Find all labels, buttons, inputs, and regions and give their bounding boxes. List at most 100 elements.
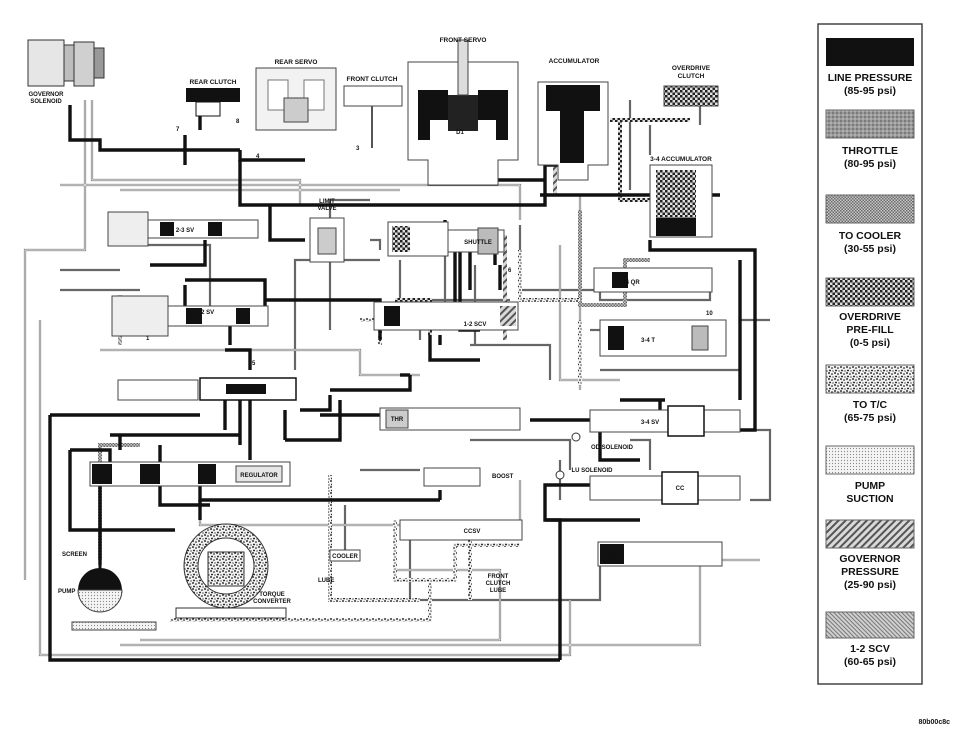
- legend-label: (0-5 psi): [850, 337, 890, 349]
- valve-1-2-sv-label: 1-2 SV: [196, 310, 214, 316]
- legend-item-pump-suction: PUMP SUCTION: [825, 445, 915, 505]
- port-number: 10: [706, 311, 713, 317]
- legend-label: PRE-FILL: [846, 324, 894, 336]
- rear-clutch: REAR CLUTCH: [186, 79, 240, 117]
- port-number: 6: [508, 268, 512, 274]
- overdrive-clutch-label-1: OVERDRIVE: [672, 65, 711, 72]
- port-numbers: 7 8 3 4 5 1 6 10: [146, 119, 713, 367]
- pipe-cores: [24, 100, 760, 656]
- lu-solenoid-label: LU SOLENOID: [571, 468, 613, 474]
- legend-label: THROTTLE: [842, 145, 898, 157]
- legend-label: TO COOLER: [839, 230, 902, 242]
- front-clutch: FRONT CLUTCH: [343, 76, 403, 148]
- boost-valve: BOOST: [423, 467, 514, 487]
- cooler: COOLER LUBE: [318, 549, 361, 584]
- legend-label: (25-90 psi): [844, 579, 896, 591]
- governor-solenoid-label-2: SOLENOID: [30, 99, 62, 105]
- port-number: 5: [252, 361, 256, 367]
- scv-1-2: 1-2 SCV: [373, 301, 519, 331]
- legend-item-to-cooler: TO COOLER (30-55 psi): [825, 194, 915, 255]
- limit-valve-label-2: VALVE: [317, 206, 336, 212]
- front-clutch-label: FRONT CLUTCH: [347, 76, 398, 83]
- pump-label: PUMP: [58, 589, 75, 595]
- manual-label: MANUAL: [237, 388, 263, 394]
- port-number: 3: [356, 146, 360, 152]
- ccsv-label: CCSV: [464, 529, 481, 535]
- overdrive-clutch-label-2: CLUTCH: [678, 73, 705, 80]
- cct-label: CCT: [606, 553, 619, 559]
- od-solenoid: OD SOLENOID: [571, 432, 634, 451]
- legend-label: (85-95 psi): [844, 85, 896, 97]
- cc-label: CC: [676, 486, 685, 492]
- legend-label: OVERDRIVE: [839, 311, 901, 323]
- port-number: 4: [256, 154, 260, 160]
- pump: SCREEN PUMP: [58, 552, 157, 631]
- limit-valve: LIMIT VALVE: [309, 199, 345, 263]
- legend-item-scv-1-2: 1-2 SCV (60-65 psi): [825, 611, 915, 668]
- accumulator-3-4-label: 3-4 ACCUMULATOR: [650, 156, 712, 163]
- cc-valve: CC: [589, 471, 741, 505]
- legend-label: 1-2 SCV: [850, 643, 890, 655]
- valve-2-3-sv-label: 2-3 SV: [176, 228, 194, 234]
- overdrive-clutch: OVERDRIVE CLUTCH: [663, 65, 719, 107]
- torque-converter-label-2: CONVERTER: [253, 599, 291, 605]
- manual-valve: MANUAL: [117, 377, 297, 401]
- front-clutch-lube-label-1: FRONT: [488, 574, 509, 580]
- timing-3-4: 3-4 T: [599, 319, 727, 357]
- legend-label: PRESSURE: [841, 566, 899, 578]
- regulator-valve: REGULATOR: [89, 461, 291, 487]
- accumulator-label: ACCUMULATOR: [549, 58, 600, 65]
- front-clutch-lube-label-3: LUBE: [490, 588, 506, 594]
- accumulator: ACCUMULATOR: [537, 58, 609, 181]
- legend-label: TO T/C: [853, 399, 888, 411]
- legend-panel: LINE PRESSURE (85-95 psi) THROTTLE (80-9…: [817, 23, 923, 685]
- legend-label: (30-55 psi): [844, 243, 896, 255]
- reference-code: 80b00c8c: [918, 719, 950, 726]
- legend-label: GOVERNOR: [839, 553, 901, 565]
- valve-1-2-sv: 1-2 SV: [111, 295, 269, 337]
- shuttle-label: SHUTTLE: [464, 240, 492, 246]
- lube-label: LUBE: [318, 578, 334, 584]
- ccsv-valve: CCSV: [399, 519, 523, 541]
- legend-label: (60-65 psi): [844, 656, 896, 668]
- lu-solenoid: LU SOLENOID: [555, 468, 613, 480]
- cct-valve: CCT: [597, 541, 723, 567]
- thr-valve: THR: [379, 407, 521, 431]
- legend-label: LINE PRESSURE: [828, 72, 913, 84]
- governor-solenoid-label-1: GOVERNOR: [28, 92, 64, 98]
- front-clutch-lube-label-2: CLUTCH: [486, 581, 511, 587]
- d1-label: D1: [456, 130, 464, 136]
- rear-servo-label: REAR SERVO: [275, 59, 318, 66]
- rear-clutch-label: REAR CLUTCH: [190, 79, 237, 86]
- legend-label: (80-95 psi): [844, 158, 896, 170]
- governor-solenoid: GOVERNOR SOLENOID: [27, 39, 105, 105]
- timing-3-4-label: 3-4 T: [641, 338, 655, 344]
- shuttle-valve: SHUTTLE: [387, 221, 505, 257]
- torque-converter-label-1: TORQUE: [259, 592, 285, 598]
- accumulator-3-4: 3-4 ACCUMULATOR: [649, 156, 713, 238]
- front-clutch-lube: FRONT CLUTCH LUBE: [486, 574, 511, 594]
- port-number: 1: [146, 336, 150, 342]
- legend-item-line-pressure: LINE PRESSURE (85-95 psi): [826, 38, 914, 97]
- od-solenoid-label: OD SOLENOID: [591, 445, 634, 451]
- legend-item-throttle: THROTTLE (80-95 psi): [825, 109, 915, 170]
- legend-item-overdrive-pre-fill: OVERDRIVE PRE-FILL (0-5 psi): [825, 277, 915, 349]
- legend-item-governor-pressure: GOVERNOR PRESSURE (25-90 psi): [825, 519, 915, 591]
- port-number: 8: [236, 119, 240, 125]
- cooler-label: COOLER: [332, 554, 358, 560]
- front-servo-label: FRONT SERVO: [440, 37, 487, 44]
- qr-3-4: 3-4 QR: [593, 267, 713, 293]
- front-servo: FRONT SERVO D1: [407, 37, 519, 186]
- sv-3-4: 3-4 SV: [589, 405, 741, 437]
- torque-converter: TORQUE CONVERTER: [175, 523, 292, 619]
- port-number: 7: [176, 127, 180, 133]
- limit-valve-label-1: LIMIT: [319, 199, 335, 205]
- valve-2-3-sv: 2-3 SV: [107, 211, 259, 247]
- rear-servo: REAR SERVO: [255, 59, 337, 131]
- qr-3-4-label: 3-4 QR: [620, 280, 640, 286]
- legend-label: (65-75 psi): [844, 412, 896, 424]
- regulator-label: REGULATOR: [240, 473, 278, 479]
- legend-item-to-tc: TO T/C (65-75 psi): [825, 364, 915, 424]
- screen-label: SCREEN: [62, 552, 87, 558]
